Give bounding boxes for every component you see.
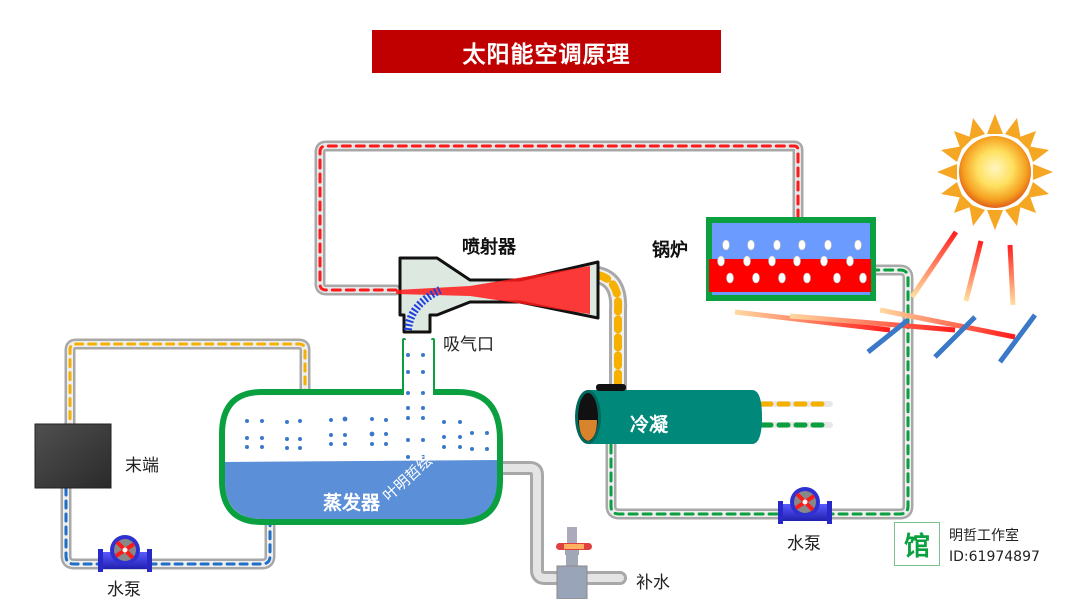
studio-id: ID:61974897: [949, 549, 1040, 565]
makeup-valve-icon: [556, 527, 592, 599]
sun-icon: [937, 114, 1053, 230]
suction-port-label: 吸气口: [443, 335, 494, 355]
suction-vapor: [404, 286, 442, 331]
boiler-bubbles: [717, 239, 867, 284]
boiler: [706, 217, 876, 301]
pump-right-label: 水泵: [787, 534, 821, 554]
studio-info: 明哲工作室 ID:61974897: [949, 526, 1040, 568]
condenser-label: 冷凝: [630, 414, 669, 436]
terminal-label: 末端: [125, 456, 159, 476]
pump-right-icon: [778, 487, 832, 524]
terminal-unit: [34, 423, 112, 489]
ejector: [396, 256, 600, 334]
studio-logo-icon: 馆: [894, 522, 940, 566]
vapor-droplets: [245, 353, 489, 459]
sun-rays: [909, 230, 1016, 306]
makeup-water-label: 补水: [636, 573, 670, 593]
reflected-beams: [734, 307, 1016, 340]
ejector-label: 喷射器: [462, 237, 516, 258]
ejector-jet: [396, 266, 590, 314]
evaporator-label: 蒸发器: [323, 492, 381, 514]
page-title: 太阳能空调原理: [372, 30, 721, 73]
solar-mirrors: [866, 313, 1038, 364]
pipes: [60, 140, 914, 585]
makeup-water-pipe: [488, 461, 627, 585]
studio-name: 明哲工作室: [949, 528, 1019, 544]
evaporator-water: [225, 460, 498, 519]
boiler-label: 锅炉: [652, 240, 688, 261]
steam-flow: [318, 144, 800, 292]
pump-left-label: 水泵: [107, 580, 141, 600]
condenser: [575, 384, 762, 444]
pump-left-icon: [98, 535, 152, 572]
evaporator: [219, 340, 503, 525]
